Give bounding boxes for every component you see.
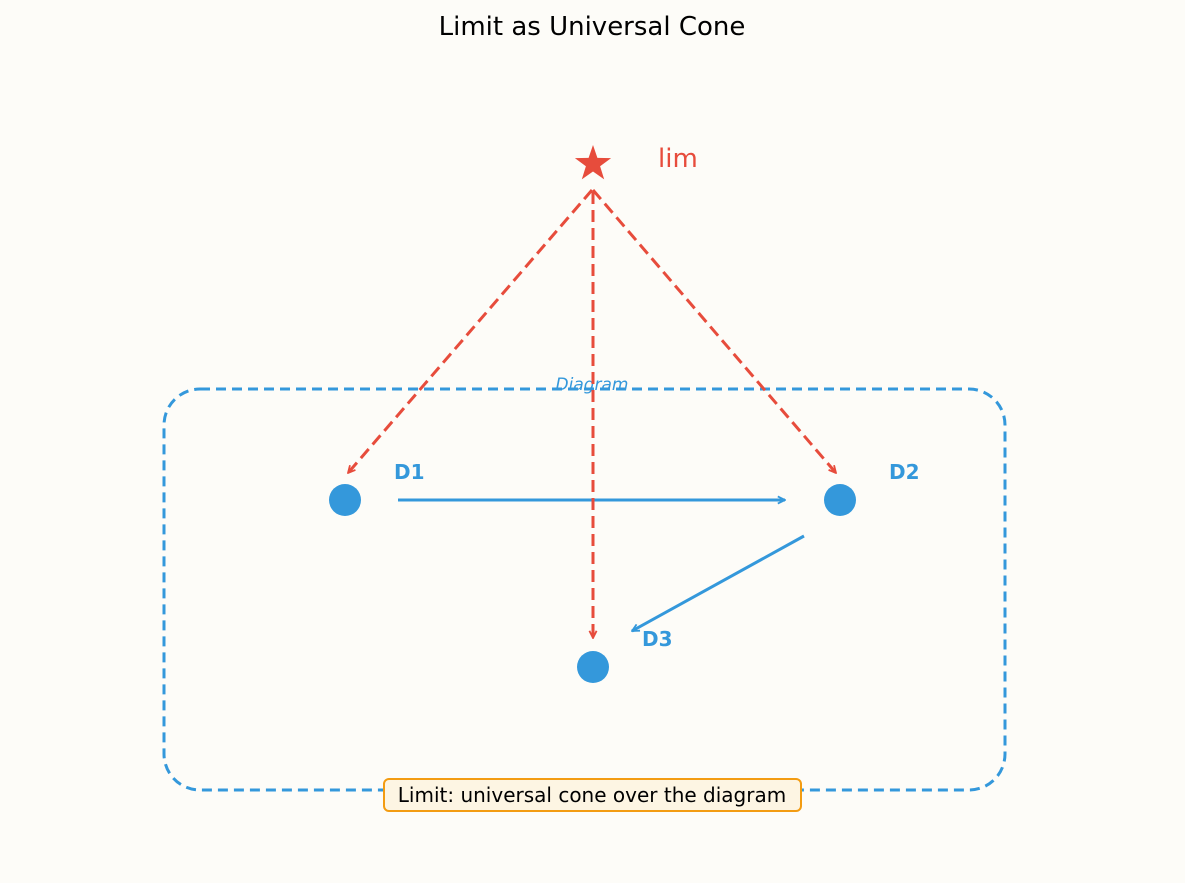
region-label: Diagram — [556, 375, 629, 395]
diagram-region — [162, 387, 1007, 792]
node-label-d3: D3 — [642, 627, 673, 651]
apex-label: lim — [658, 144, 698, 174]
cone-arrow-lim-to-d2 — [591, 189, 836, 473]
cone-arrow-lim-to-d1 — [348, 189, 594, 473]
node-label-d1: D1 — [394, 460, 425, 484]
arrow-d2-to-d3 — [632, 534, 805, 633]
diagram-title: Limit as Universal Cone — [439, 12, 746, 42]
node-d1 — [329, 484, 361, 516]
caption-text: Limit: universal cone over the diagram — [398, 783, 786, 807]
node-d2 — [824, 484, 856, 516]
caption-box — [383, 778, 802, 812]
star-icon — [574, 145, 612, 180]
node-label-d2: D2 — [889, 460, 920, 484]
node-d3 — [577, 651, 609, 683]
